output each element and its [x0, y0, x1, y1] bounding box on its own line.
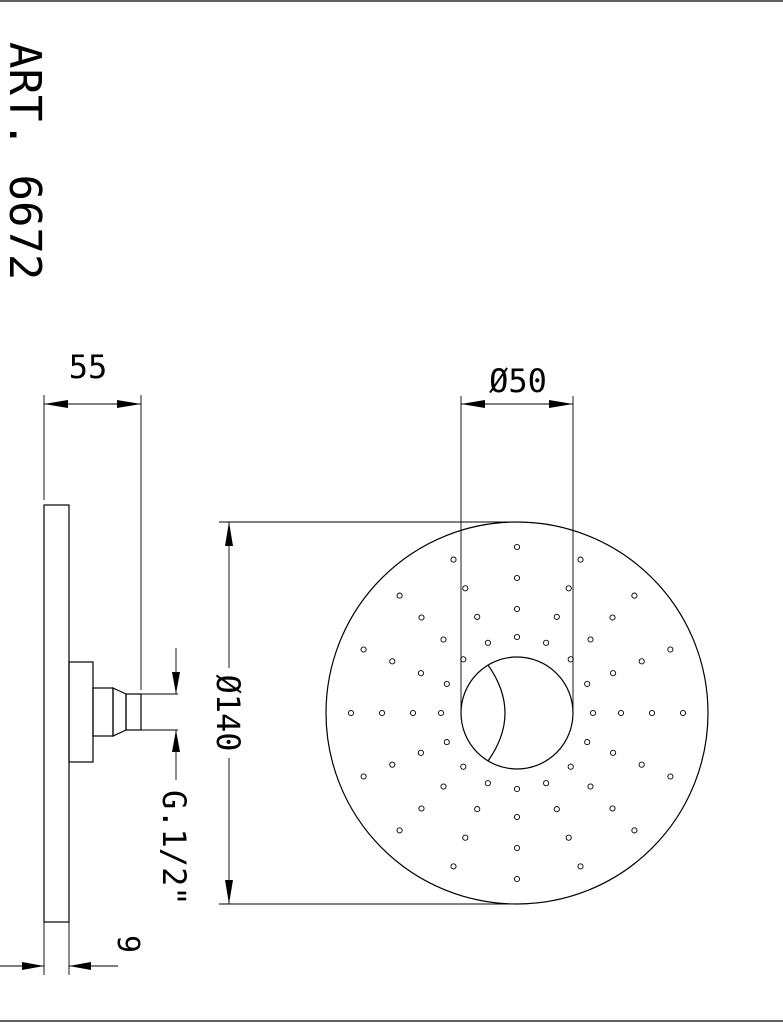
spray-hole	[443, 680, 450, 687]
dim-50-arrow-left	[461, 400, 485, 408]
spray-hole	[462, 834, 469, 841]
spray-hole	[437, 709, 445, 717]
spray-hole	[513, 844, 521, 852]
spray-hole	[567, 763, 574, 770]
spray-hole	[609, 614, 616, 621]
dim-140-label: Ø140	[209, 674, 247, 751]
spray-hole	[513, 813, 521, 821]
spray-hole	[565, 834, 572, 841]
article-title: ART. 6672	[0, 42, 50, 280]
spray-hole	[360, 773, 367, 780]
spray-hole	[347, 709, 355, 717]
spray-hole	[513, 605, 521, 613]
spray-hole	[679, 709, 687, 717]
spray-hole	[610, 749, 617, 756]
spray-hole	[378, 709, 386, 717]
dim-55-arrow-right	[117, 400, 141, 408]
dim-50-arrow-right	[549, 400, 573, 408]
spray-hole	[450, 863, 457, 870]
spray-hole	[577, 863, 584, 870]
spray-hole	[631, 827, 638, 834]
spray-hole	[484, 780, 491, 787]
spray-hole	[577, 556, 584, 563]
spray-hole	[587, 636, 594, 643]
spray-hole	[513, 633, 521, 641]
spray-hole	[565, 585, 572, 592]
spray-hole	[638, 761, 645, 768]
dim-9-arrow-left	[22, 962, 44, 970]
side-nut	[92, 687, 114, 737]
dim-thread-arrow-top	[172, 672, 180, 694]
spray-hole	[617, 709, 625, 717]
front-crescent-arc	[487, 664, 506, 762]
side-nut-bevel	[112, 687, 127, 737]
spray-hole	[450, 556, 457, 563]
spray-hole	[417, 670, 424, 677]
dim-50-label: Ø50	[489, 362, 547, 400]
spray-hole	[462, 585, 469, 592]
spray-hole	[460, 763, 467, 770]
spray-hole	[409, 709, 417, 717]
spray-hole	[474, 806, 481, 813]
spray-hole	[567, 656, 574, 663]
spray-holes	[347, 543, 687, 883]
dim-140-arrow-bottom	[225, 880, 233, 904]
spray-hole	[553, 613, 560, 620]
spray-hole	[460, 656, 467, 663]
spray-hole	[440, 636, 447, 643]
spray-hole	[543, 780, 550, 787]
spray-hole	[610, 670, 617, 677]
spray-hole	[474, 613, 481, 620]
side-view: 55 G.1/2" 9	[0, 348, 193, 975]
spray-hole	[648, 709, 656, 717]
spray-hole	[396, 592, 403, 599]
spray-hole	[484, 639, 491, 646]
spray-hole	[513, 875, 521, 883]
dim-thread-arrow-bottom	[172, 730, 180, 752]
spray-hole	[584, 680, 591, 687]
spray-hole	[609, 805, 616, 812]
dim-9-label: 9	[110, 935, 145, 953]
spray-hole	[360, 646, 367, 653]
spray-hole	[553, 806, 560, 813]
side-plate	[43, 504, 70, 923]
spray-hole	[389, 761, 396, 768]
spray-hole	[589, 709, 597, 717]
side-hub	[68, 661, 94, 763]
spray-hole	[667, 773, 674, 780]
dim-55-arrow-left	[44, 400, 68, 408]
front-view: Ø50 Ø140	[209, 362, 709, 905]
spray-hole	[396, 827, 403, 834]
spray-hole	[513, 574, 521, 582]
spray-hole	[389, 658, 396, 665]
spray-hole	[417, 749, 424, 756]
dim-thread-label: G.1/2"	[155, 790, 193, 906]
dim-9-arrow-right	[69, 962, 91, 970]
spray-hole	[667, 646, 674, 653]
spray-hole	[638, 658, 645, 665]
spray-hole	[443, 739, 450, 746]
spray-hole	[440, 783, 447, 790]
side-connector	[125, 693, 142, 731]
spray-hole	[587, 783, 594, 790]
dim-55-label: 55	[69, 348, 108, 386]
dim-140-arrow-top	[225, 522, 233, 546]
spray-hole	[543, 639, 550, 646]
spray-hole	[631, 592, 638, 599]
spray-hole	[418, 614, 425, 621]
spray-hole	[513, 543, 521, 551]
spray-hole	[418, 805, 425, 812]
spray-hole	[513, 785, 521, 793]
front-center-circle	[460, 656, 574, 770]
spray-hole	[584, 739, 591, 746]
